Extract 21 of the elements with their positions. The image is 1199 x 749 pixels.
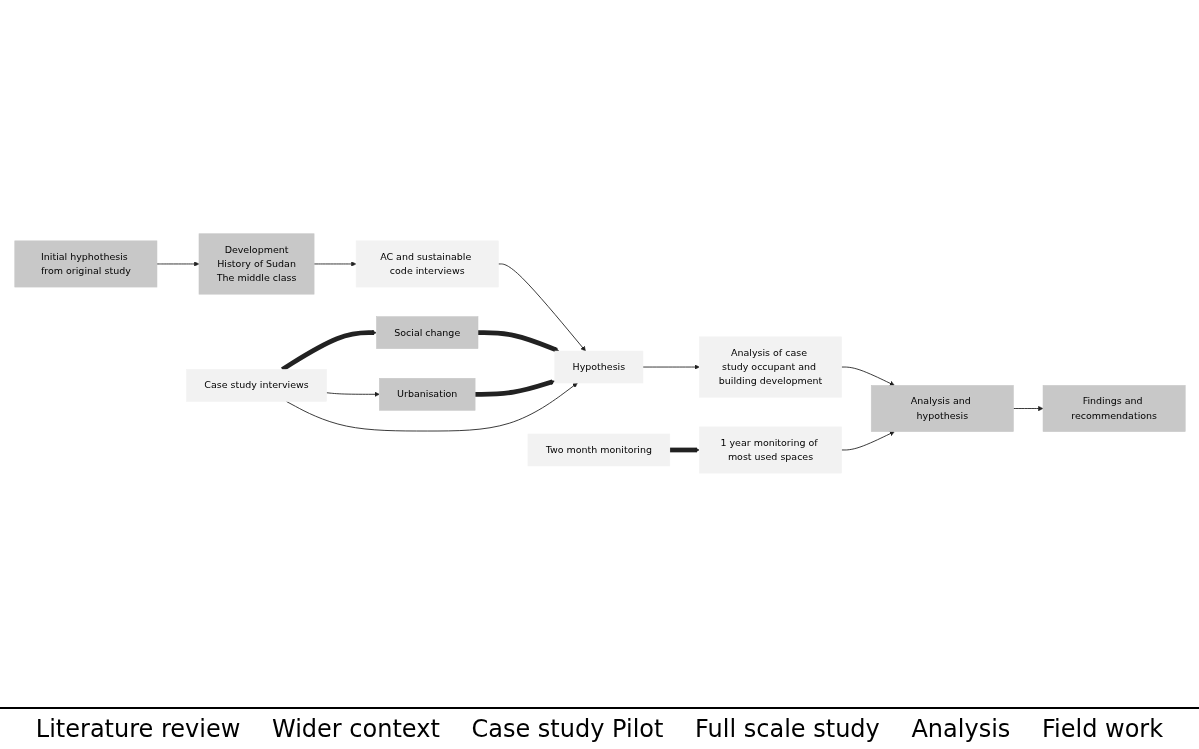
node-box: 1 year monitoring of most used spaces [698, 426, 842, 474]
section-label: Analysis [911, 715, 1011, 743]
arrow [477, 330, 559, 353]
node-box: Social change [375, 316, 478, 350]
node-box: Urbanisation [378, 378, 475, 411]
node-box: Development History of Sudan The middle class [198, 233, 314, 295]
section-label: Full scale study [695, 715, 880, 743]
section-label: Literature review [35, 715, 241, 743]
node-box: Analysis and hypothesis [870, 385, 1014, 432]
section-label: Case study Pilot [471, 715, 664, 743]
arrow [474, 379, 555, 397]
node-box: Hypothesis [554, 350, 643, 384]
node-box: Analysis of case study occupant and building development [698, 336, 842, 398]
node-box: Two month monitoring [527, 433, 670, 467]
node-box: AC and sustainable code interviews [355, 240, 499, 288]
arrow [669, 447, 700, 453]
section-label: Field work [1042, 715, 1164, 743]
node-box: Initial hyphothesis from original study [13, 240, 157, 288]
node-box: Findings and recommendations [1042, 385, 1186, 432]
node-box: Case study interviews [185, 369, 327, 402]
section-label: Wider context [272, 715, 440, 743]
